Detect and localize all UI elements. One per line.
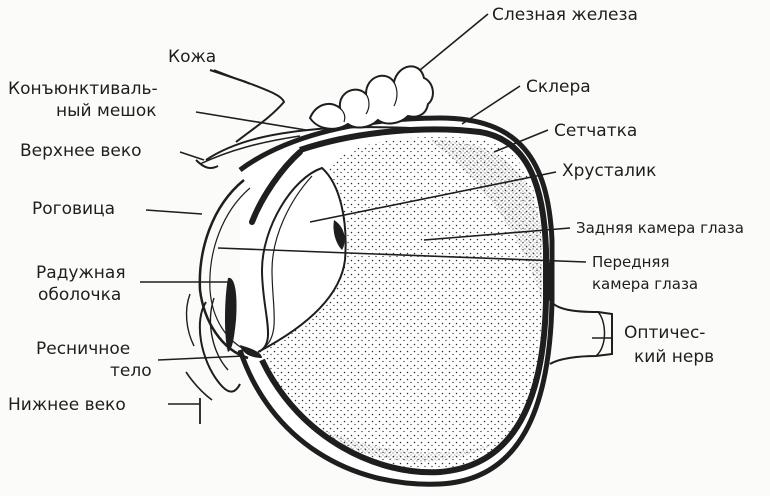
- leader-skin: [213, 69, 251, 85]
- leader-retina: [493, 129, 549, 153]
- label-anterior-chamber-line2: камера глаза: [592, 275, 699, 293]
- leader-ciliary-body: [157, 355, 245, 361]
- label-upper-eyelid: Верхнее веко: [20, 141, 142, 161]
- leader-sclera: [461, 85, 521, 125]
- label-anterior-chamber-line1: Передняя: [592, 253, 670, 271]
- leader-lacrimal-gland: [419, 13, 489, 71]
- skin-shape: [209, 69, 286, 143]
- label-optic-nerve-line2: кий нерв: [634, 347, 715, 367]
- label-iris-line2: оболочка: [38, 285, 122, 305]
- upper-eyelid-shape: [249, 149, 303, 225]
- leader-upper-eyelid: [179, 151, 205, 161]
- label-lacrimal-gland: Слезная железа: [492, 5, 638, 25]
- vitreous-body: [258, 136, 542, 471]
- label-optic-nerve-line1: Оптичес-: [624, 323, 706, 343]
- label-retina: Сетчатка: [554, 121, 638, 141]
- label-conjunctival-sac-line2: ный мешок: [56, 101, 157, 121]
- lower-eyelid-shape: [198, 301, 241, 393]
- iris-shape: [225, 277, 237, 352]
- label-lens: Хрусталик: [562, 161, 657, 181]
- leader-anterior-chamber: [217, 247, 587, 263]
- label-conjunctival-sac-line1: Конъюнктиваль-: [8, 79, 158, 99]
- label-skin: Кожа: [168, 47, 217, 67]
- label-lower-eyelid: Нижнее веко: [8, 395, 126, 415]
- optic-nerve-shape: [549, 262, 613, 365]
- label-iris-line1: Радужная: [36, 263, 126, 283]
- label-ciliary-body-line2: тело: [110, 361, 152, 381]
- label-sclera: Склера: [526, 77, 591, 97]
- leader-lens: [309, 171, 557, 223]
- label-ciliary-body-line1: Ресничное: [36, 339, 131, 359]
- label-cornea: Роговица: [32, 199, 116, 219]
- label-posterior-chamber: Задняя камера глаза: [576, 219, 744, 237]
- ciliary-body-shape: [240, 345, 262, 358]
- leader-posterior-chamber: [423, 227, 571, 241]
- leader-cornea: [145, 209, 203, 215]
- lens-shape: [257, 166, 347, 353]
- cornea-shape: [198, 179, 249, 360]
- leader-conjunctival-sac: [195, 111, 307, 131]
- lacrimal-gland-shape: [308, 65, 434, 130]
